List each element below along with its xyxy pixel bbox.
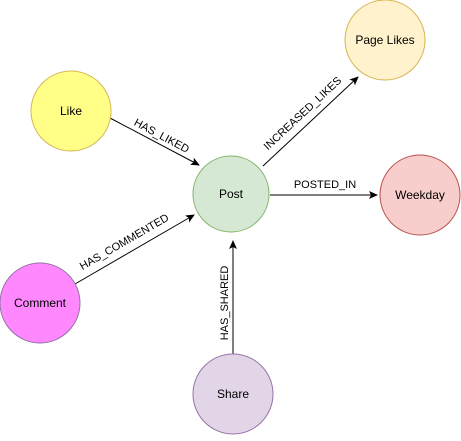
edge-has-liked: HAS_LIKED — [109, 117, 200, 166]
edge-label-has-liked: HAS_LIKED — [132, 117, 191, 156]
node-comment-circle — [0, 262, 81, 344]
node-comment[interactable]: Comment — [0, 262, 81, 344]
edge-has-commented: HAS_COMMENTED — [74, 212, 195, 285]
node-like-circle — [30, 70, 112, 152]
node-post-label: Post — [219, 187, 244, 201]
node-page-likes-label: Page Likes — [355, 33, 414, 47]
edge-has-shared: HAS_SHARED — [219, 240, 237, 355]
edge-label-has-shared: HAS_SHARED — [219, 266, 231, 341]
node-comment-label: Comment — [14, 296, 67, 310]
edge-line-increased-likes — [262, 76, 359, 167]
edge-line-has-liked — [109, 117, 200, 166]
edge-posted-in: POSTED_IN — [270, 179, 378, 199]
node-share-circle — [192, 353, 274, 435]
node-weekday-label: Weekday — [395, 188, 445, 202]
node-post-circle — [192, 155, 270, 233]
edge-line-has-commented — [74, 214, 195, 285]
node-weekday-circle — [379, 154, 461, 236]
node-weekday[interactable]: Weekday — [379, 154, 461, 236]
node-share-label: Share — [217, 387, 249, 401]
node-page-likes[interactable]: Page Likes — [344, 0, 426, 81]
node-page-likes-circle — [344, 0, 426, 81]
node-like-label: Like — [60, 104, 82, 118]
edge-label-has-commented: HAS_COMMENTED — [78, 212, 171, 273]
node-share[interactable]: Share — [192, 353, 274, 435]
node-like[interactable]: Like — [30, 70, 112, 152]
node-post[interactable]: Post — [192, 155, 270, 233]
edge-label-posted-in: POSTED_IN — [294, 179, 356, 191]
edge-label-increased-likes: INCREASED_LIKES — [262, 75, 344, 153]
edge-increased-likes: INCREASED_LIKES — [262, 75, 359, 167]
